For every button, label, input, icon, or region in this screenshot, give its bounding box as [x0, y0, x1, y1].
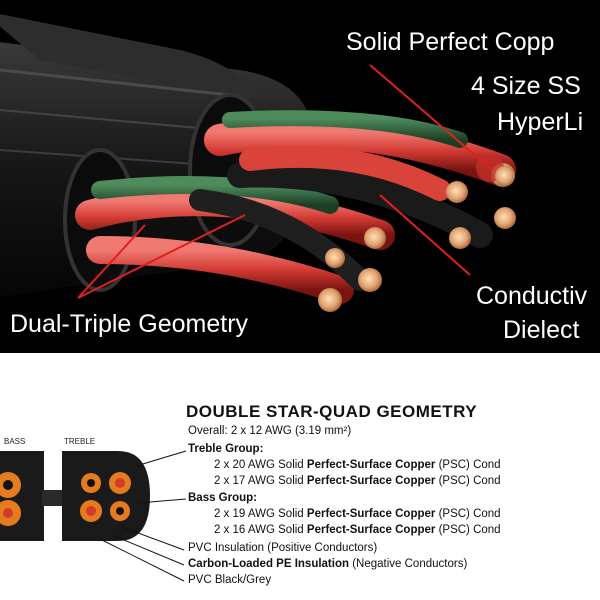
label-dielectric: Dielect — [503, 316, 580, 344]
bass-spec-2: 2 x 16 AWG Solid Perfect-Surface Copper … — [214, 524, 501, 536]
label-hyperli: HyperLi — [497, 108, 584, 136]
treble-spec-2-post: (PSC) Cond — [438, 475, 501, 487]
callout-lines — [77, 64, 493, 299]
column-label-bass: BASS — [4, 437, 26, 446]
bass-spec-2-pre: 2 x 16 AWG Solid — [214, 524, 304, 536]
cable-photo: Solid Perfect Copp 4 Size SS HyperLi Dua… — [0, 0, 600, 353]
diagram-title: DOUBLE STAR-QUAD GEOMETRY — [186, 402, 478, 421]
carbon-pe-bold: Carbon-Loaded PE Insulation — [188, 558, 350, 570]
leader-lines — [99, 450, 187, 582]
pvc-jacket-label: PVC Black/Grey — [188, 574, 272, 586]
label-size-ss: 4 Size SS — [471, 72, 581, 100]
bass-section — [0, 451, 44, 541]
bass-spec-1: 2 x 19 AWG Solid Perfect-Surface Copper … — [214, 508, 501, 520]
bass-spec-2-post: (PSC) Cond — [438, 524, 501, 536]
label-conductive: Conductiv — [476, 282, 588, 310]
treble-spec-2-pre: 2 x 17 AWG Solid — [214, 475, 304, 487]
treble-spec-2-bold: Perfect-Surface Copper — [306, 475, 436, 487]
web-bridge — [42, 490, 64, 506]
carbon-pe-insulation-label: Carbon-Loaded PE Insulation (Negative Co… — [188, 558, 467, 570]
treble-spec-1-pre: 2 x 20 AWG Solid — [214, 459, 304, 471]
column-label-treble: TREBLE — [64, 437, 96, 446]
treble-spec-2: 2 x 17 AWG Solid Perfect-Surface Copper … — [214, 475, 501, 487]
cross-section-graphic — [0, 450, 187, 582]
label-solid-perfect-copper: Solid Perfect Copp — [346, 28, 555, 56]
treble-spec-1: 2 x 20 AWG Solid Perfect-Surface Copper … — [214, 459, 501, 471]
overall-spec: Overall: 2 x 12 AWG (3.19 mm²) — [188, 425, 352, 437]
treble-group-heading: Treble Group: — [188, 443, 263, 455]
pvc-insulation-label: PVC Insulation (Positive Conductors) — [188, 542, 378, 554]
treble-spec-1-post: (PSC) Cond — [438, 459, 501, 471]
bass-spec-2-bold: Perfect-Surface Copper — [306, 524, 436, 536]
carbon-pe-post: (Negative Conductors) — [352, 558, 468, 570]
bass-spec-1-pre: 2 x 19 AWG Solid — [214, 508, 304, 520]
bass-spec-1-post: (PSC) Cond — [438, 508, 501, 520]
bass-group-heading: Bass Group: — [188, 492, 257, 504]
bass-spec-1-bold: Perfect-Surface Copper — [306, 508, 436, 520]
cross-section-diagram: BASS TREBLE DOUBLE STAR-QUAD GEOMETRY Ov… — [0, 353, 600, 600]
twisted-wire-bundle — [75, 110, 516, 304]
cable-illustration — [0, 14, 516, 312]
bass-group-label: Bass Group: — [188, 492, 258, 504]
label-dual-triple-geometry: Dual-Triple Geometry — [10, 310, 249, 338]
treble-section — [62, 451, 150, 541]
treble-group-label: Treble Group: — [188, 443, 264, 455]
treble-spec-1-bold: Perfect-Surface Copper — [306, 459, 436, 471]
